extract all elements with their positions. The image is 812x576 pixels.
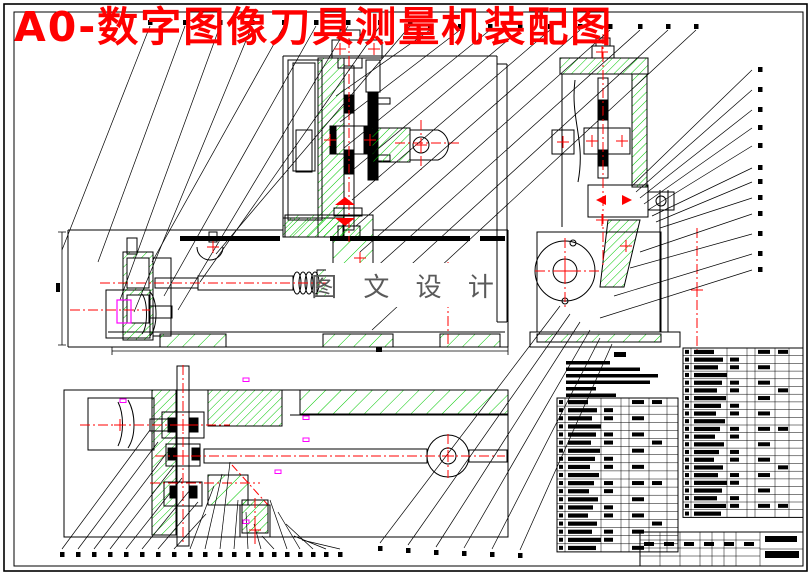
leader-lines bbox=[60, 20, 763, 558]
technical-notes bbox=[566, 352, 658, 397]
sheet-border bbox=[3, 3, 808, 572]
bed-front-view bbox=[56, 229, 509, 355]
drawing-title: A0-数字图像刀具测量机装配图 bbox=[14, 3, 614, 51]
side-view bbox=[529, 37, 681, 348]
bom-parts-table bbox=[556, 347, 804, 567]
front-view bbox=[282, 29, 508, 323]
reference-marks bbox=[114, 43, 703, 536]
watermark-text: 图 文 设 计 bbox=[311, 263, 494, 307]
